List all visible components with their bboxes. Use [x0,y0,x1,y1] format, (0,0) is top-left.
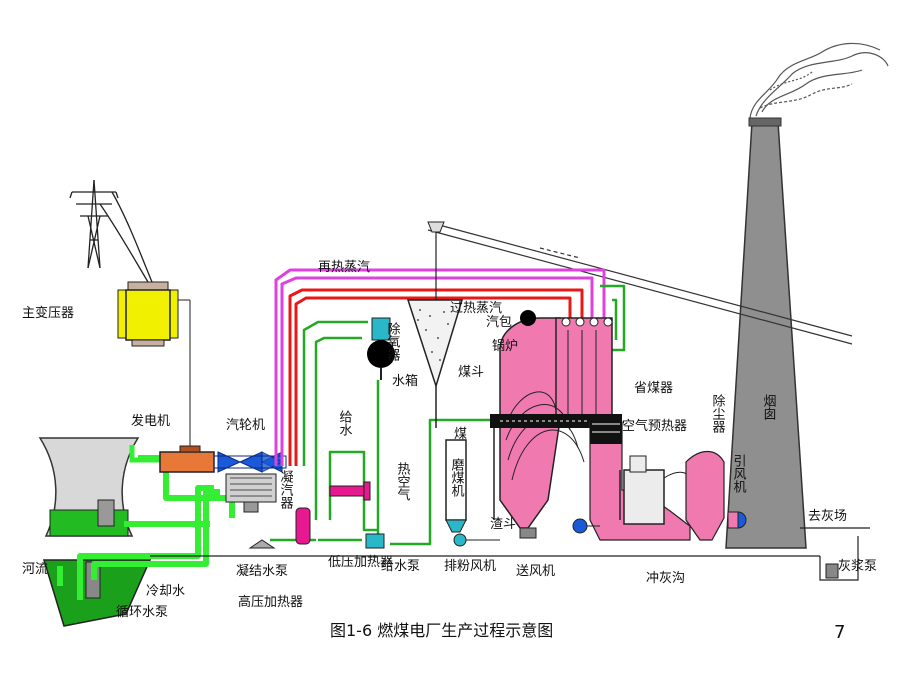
label-economizer: 省煤器 [634,381,673,396]
label-generator: 发电机 [131,413,170,429]
label-cooling-water: 冷却水 [146,584,185,599]
label-feedwater: 给水 [337,410,353,436]
boiler [490,317,614,539]
label-to-ash-yard: 去灰场 [808,509,847,524]
condensate-pump [248,539,276,549]
label-reheat-steam: 再热蒸汽 [318,260,370,275]
label-powder-fan: 排粉风机 [444,559,496,574]
main-transformer [117,281,191,464]
label-boiler: 锅炉 [492,338,518,354]
label-water-tank: 水箱 [392,373,418,389]
label-induced-fan: 引风机 [731,454,747,494]
label-condensate-pump: 凝结水泵 [236,563,288,579]
air-preheater [589,414,691,541]
induced-fan [727,511,747,529]
label-dust-collector: 除尘器 [710,394,726,434]
label-ash-slurry-pump: 灰浆泵 [838,559,877,574]
lp-heater [329,481,371,501]
condenser-unit [225,473,277,513]
superheated-steam-line [288,288,584,466]
label-main-transformer: 主变压器 [22,305,74,321]
river-basin [42,559,152,627]
cooling-tower [38,437,160,537]
ash-slurry-pump [825,563,839,579]
label-chimney: 烟囱 [761,394,777,420]
label-coal-hopper: 煤斗 [458,365,484,380]
figure-caption: 图1-6 燃煤电厂生产过程示意图 [330,621,553,640]
powder-fan [453,533,500,547]
label-mill: 磨煤机 [449,458,465,498]
label-ash-trench: 冲灰沟 [646,571,685,586]
label-air-preheater: 空气预热器 [622,418,687,434]
labels: 主变压器 再热蒸汽 发电机 汽轮机 除氧器 水箱 煤斗 过热蒸汽 汽包 锅炉 省… [22,260,877,620]
feed-pump [365,533,385,549]
label-river: 河流 [22,562,48,577]
deaerator [367,317,395,380]
chimney [725,117,807,549]
forced-fan [572,518,600,534]
label-coal: 煤 [454,427,467,442]
smoke-plume [749,42,889,119]
ground-line [150,527,870,581]
dust-collector [623,450,725,541]
hot-air-duct [493,428,621,520]
label-deaerator: 除氧器 [385,322,401,362]
coal-mill [445,439,467,533]
label-drum: 汽包 [486,315,512,330]
label-hp-heater: 高压加热器 [238,594,303,610]
label-lp-heater: 低压加热器 [328,555,393,570]
label-slag-hopper: 渣斗 [490,517,516,532]
generator [159,445,215,473]
label-turbine: 汽轮机 [226,418,265,433]
hp-heater [295,507,311,545]
reheat-steam-line [274,268,606,466]
label-condenser: 凝汽器 [278,469,294,510]
label-hot-air: 热空气 [395,462,411,501]
steam-drum [520,310,613,327]
label-forced-fan: 送风机 [516,564,555,579]
coal-conveyor [427,221,853,345]
label-circulating-pump: 循环水泵 [116,605,168,620]
page-number: 7 [834,622,845,643]
coal-hopper [406,221,464,428]
label-feed-pump: 给水泵 [381,559,420,574]
label-superheated-steam: 过热蒸汽 [450,301,502,316]
transmission-tower [69,179,153,283]
